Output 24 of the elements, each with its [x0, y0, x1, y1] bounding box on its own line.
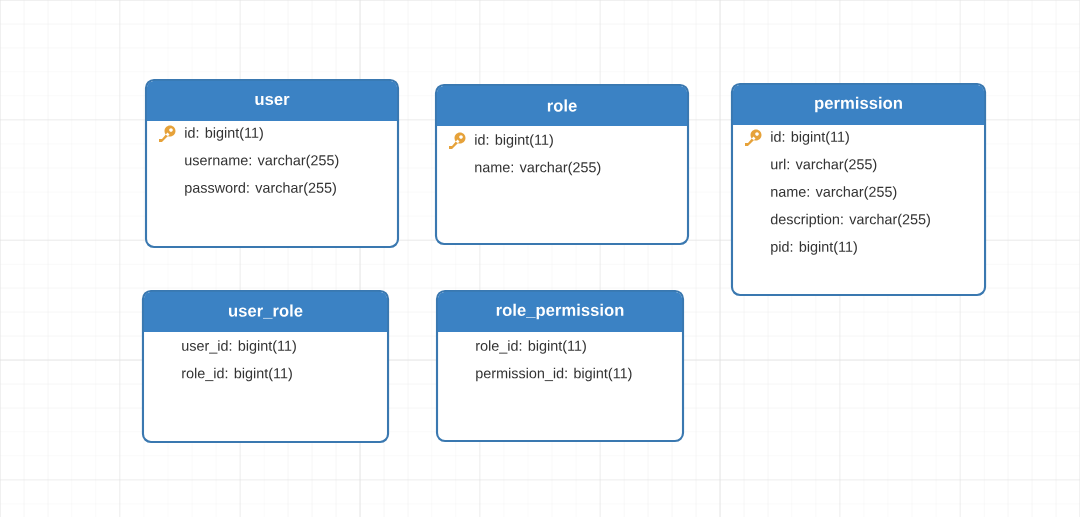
field-row: id: bigint(11)	[771, 131, 849, 145]
table-box	[730, 82, 987, 297]
field-row: permission_id: bigint(11)	[476, 367, 632, 382]
table-title: role_permission	[496, 303, 624, 320]
field-row: pid: bigint(11)	[771, 241, 857, 255]
field-row: id: bigint(11)	[185, 127, 263, 141]
field-row: name: varchar(255)	[771, 186, 897, 200]
table-box	[144, 78, 400, 249]
table-title: user	[255, 95, 290, 106]
field-row: role_id: bigint(11)	[476, 340, 586, 354]
field-row: url: varchar(255)	[771, 158, 877, 173]
table-box	[434, 83, 690, 246]
table-box	[141, 289, 390, 444]
field-row: password: varchar(255)	[185, 182, 336, 196]
field-row: user_id: bigint(11)	[182, 340, 296, 354]
field-row: username: varchar(255)	[185, 154, 339, 169]
table-title: user_role	[229, 304, 303, 319]
field-row: role_id: bigint(11)	[182, 367, 292, 382]
field-row: name: varchar(255)	[475, 161, 601, 176]
table-box	[435, 289, 685, 443]
table-title: role	[547, 99, 577, 112]
field-row: description: varchar(255)	[770, 213, 930, 228]
table-title: permission	[815, 96, 902, 113]
field-row: id: bigint(11)	[475, 134, 553, 148]
